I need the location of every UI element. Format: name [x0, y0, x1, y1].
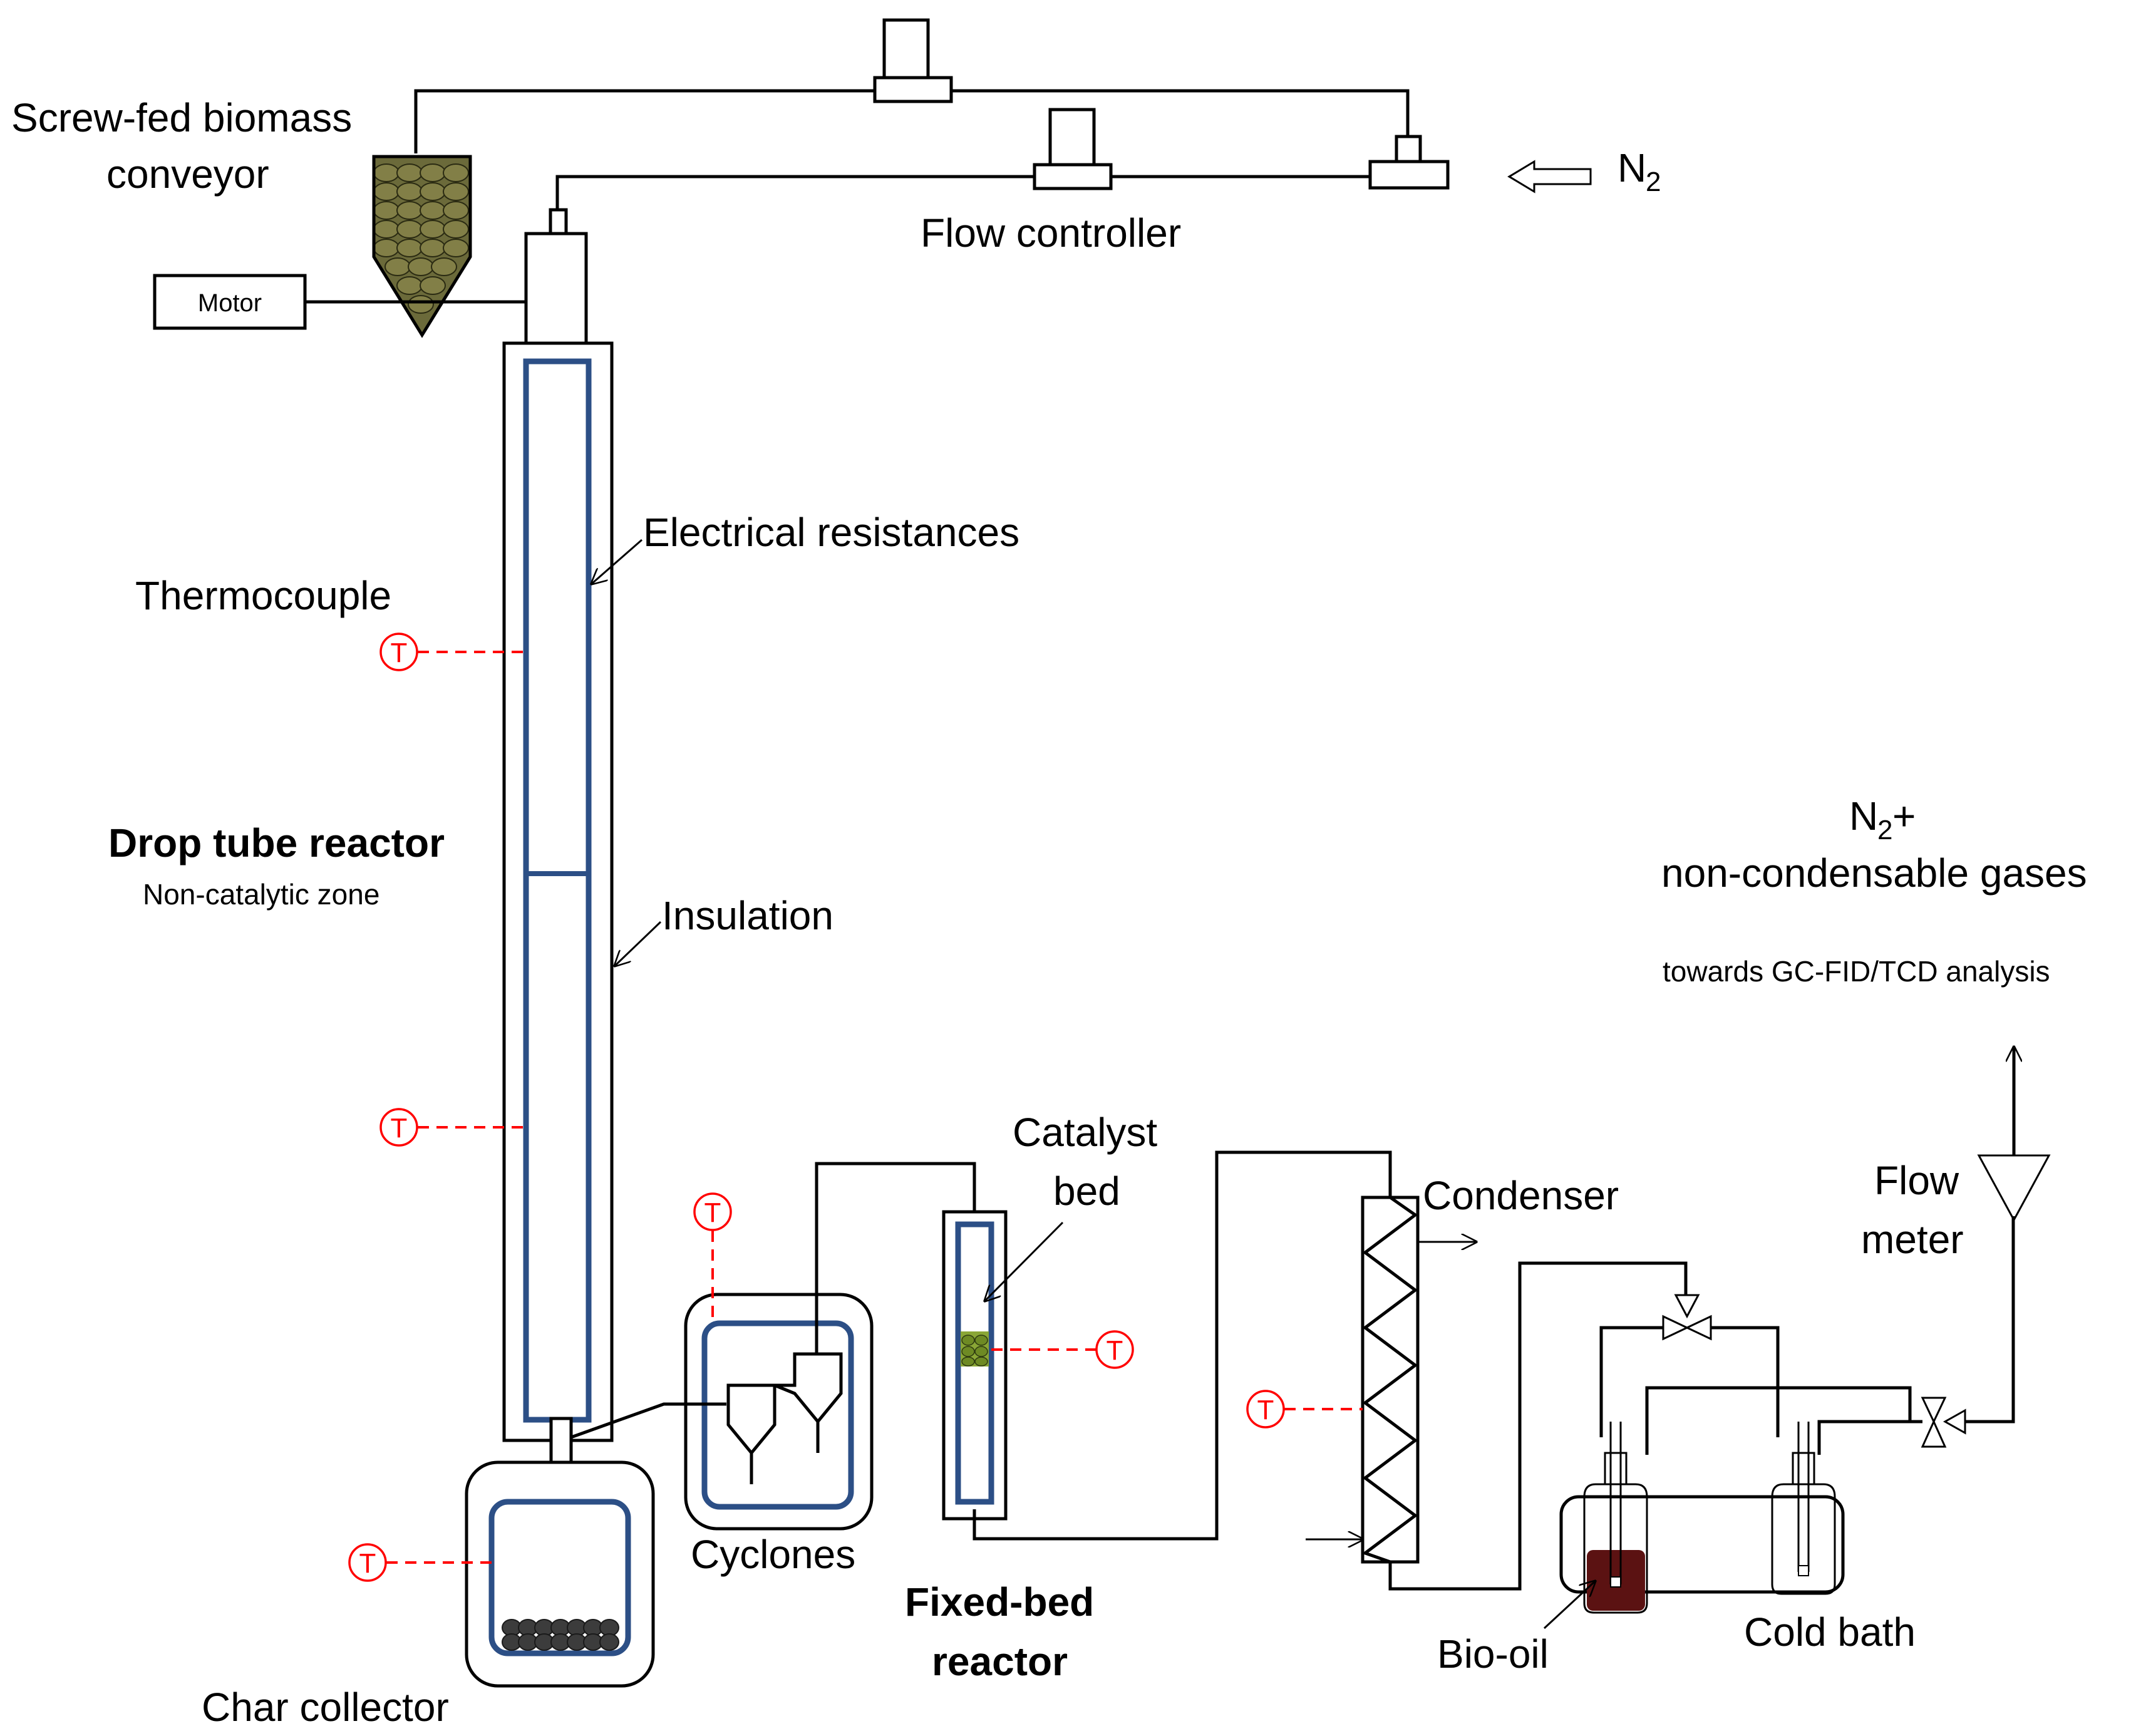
n2-inlet-subscript: 2	[1646, 167, 1661, 197]
non-catalytic-zone-label: Non-catalytic zone	[143, 878, 379, 911]
cyclones-label: Cyclones	[691, 1532, 855, 1577]
outlet-gases-label: non-condensable gases	[1661, 850, 2087, 896]
outlet-n2: N	[1849, 793, 1878, 839]
thermocouple-1: T	[379, 633, 526, 671]
flow-controller-bottom	[1033, 108, 1113, 190]
condenser-label: Condenser	[1423, 1173, 1619, 1218]
drop-tube-reactor	[502, 208, 614, 1442]
outlet-plus: +	[1892, 793, 1916, 839]
flow-controller-top	[873, 18, 953, 103]
n2-inlet-label: N	[1618, 145, 1646, 190]
char-collector	[465, 1417, 655, 1688]
svg-text:T: T	[704, 1197, 721, 1228]
trap-1	[1583, 1422, 1648, 1614]
thermocouple-2: T	[379, 1108, 526, 1147]
svg-text:T: T	[359, 1548, 376, 1579]
svg-text:T: T	[391, 638, 408, 668]
fixed-bed-title-2: reactor	[932, 1639, 1068, 1684]
resistances-pointer	[592, 539, 642, 584]
valve-bypass	[1662, 1294, 1712, 1341]
n2-inlet-arrow	[1507, 160, 1592, 194]
cold-bath-label: Cold bath	[1744, 1609, 1916, 1655]
svg-text:T: T	[1257, 1395, 1274, 1425]
outlet-line	[1965, 1216, 2015, 1423]
thermocouple-5: T	[991, 1330, 1134, 1369]
biomass-hopper	[372, 155, 472, 338]
condenser	[1306, 1165, 1688, 1591]
cold-bath	[1559, 1326, 1922, 1614]
valve-outlet	[1921, 1397, 1966, 1448]
fixed-bed-reactor	[942, 1150, 1392, 1541]
screw-feeder-label-1: Screw-fed biomass	[11, 95, 352, 140]
trap-2	[1771, 1422, 1836, 1595]
cyclones	[570, 1162, 976, 1531]
insulation-label: Insulation	[662, 893, 833, 938]
svg-text:T: T	[1107, 1335, 1123, 1366]
catalyst-bed-label-1: Catalyst	[1013, 1110, 1157, 1155]
thermocouple-6: T	[1246, 1390, 1363, 1429]
char-particles	[502, 1619, 619, 1651]
flow-meter	[1977, 1154, 2051, 1222]
insulation-pointer	[615, 921, 662, 966]
catalyst-bed-label-2: bed	[1053, 1169, 1120, 1214]
screw-feeder-label-2: conveyor	[106, 152, 269, 197]
fixed-bed-title-1: Fixed-bed	[905, 1579, 1094, 1625]
flow-meter-label-2: meter	[1861, 1217, 1964, 1262]
bio-oil-label: Bio-oil	[1437, 1631, 1549, 1677]
electrical-resistances-label: Electrical resistances	[643, 510, 1019, 555]
thermocouple-4: T	[693, 1192, 732, 1323]
thermocouple-label: Thermocouple	[135, 573, 391, 618]
flow-meter-label-1: Flow	[1874, 1158, 1959, 1203]
motor: Motor	[153, 274, 307, 330]
tee-junction	[1368, 135, 1450, 190]
drop-tube-reactor-title: Drop tube reactor	[108, 820, 445, 865]
char-collector-label: Char collector	[202, 1685, 449, 1730]
thermocouple-3: T	[348, 1543, 492, 1582]
catalyst-bed	[961, 1331, 989, 1367]
flow-controller-label: Flow controller	[921, 210, 1181, 256]
outlet-n2-subscript: 2	[1877, 815, 1892, 845]
motor-label: Motor	[198, 289, 262, 317]
bio-oil-pointer	[1543, 1581, 1595, 1630]
svg-text:T: T	[391, 1113, 408, 1144]
analysis-label: towards GC-FID/TCD analysis	[1663, 955, 2050, 988]
catalyst-bed-pointer	[985, 1221, 1064, 1301]
